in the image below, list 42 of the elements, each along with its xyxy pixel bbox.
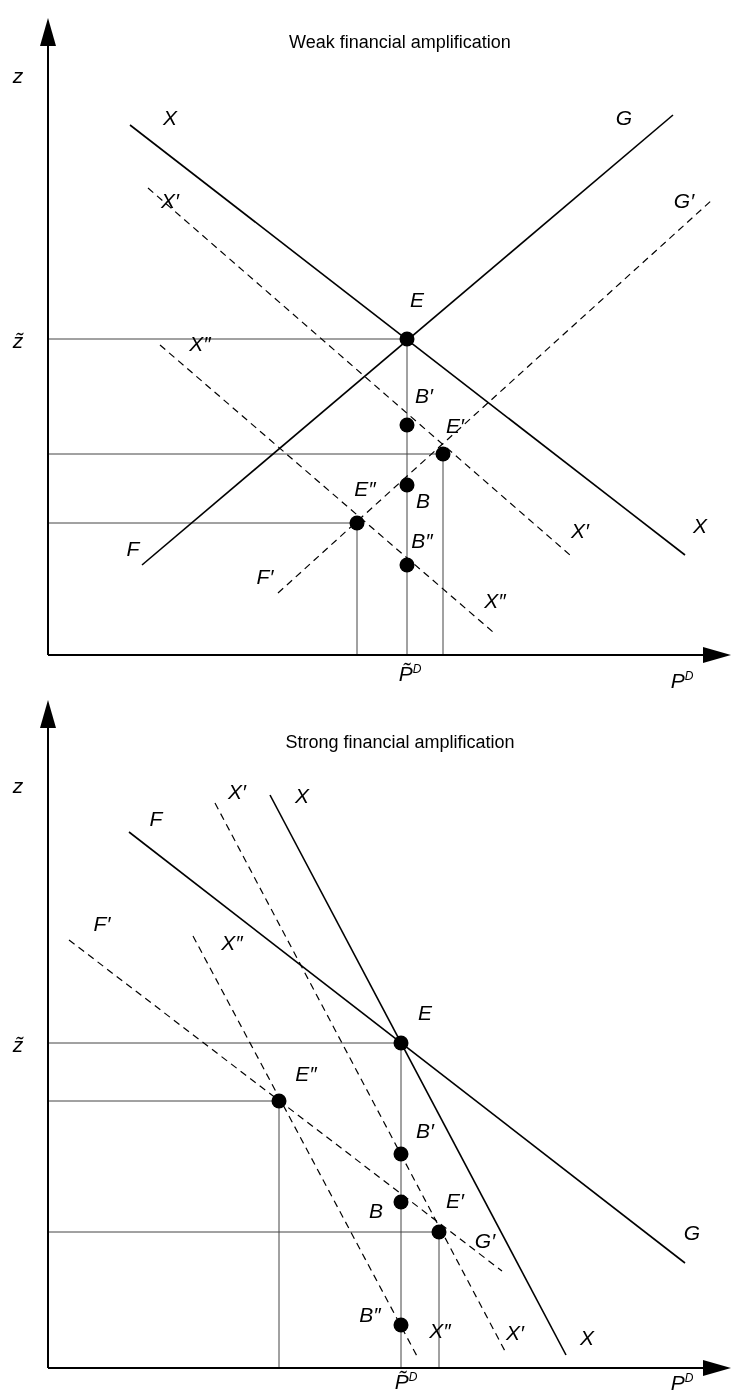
point-label: X″ xyxy=(429,1319,451,1341)
point-label: X′ xyxy=(228,780,246,802)
point-label: E″ xyxy=(354,477,376,499)
point-label: E xyxy=(418,1001,432,1023)
point-label: B xyxy=(369,1199,383,1221)
point-label: E′ xyxy=(446,1189,464,1211)
point-label: X xyxy=(295,784,309,806)
axis-label: P$^{D}$ xyxy=(670,1371,694,1392)
point-label: X″ xyxy=(189,332,211,354)
axis-label: P̃$^{D}$ xyxy=(394,1370,418,1392)
chart-title: Strong financial amplification xyxy=(285,733,515,751)
point-label: X xyxy=(580,1326,594,1348)
axis-label: P̃$^{D}$ xyxy=(398,662,422,684)
point-label: G xyxy=(683,1221,701,1243)
point-label: F xyxy=(126,537,140,559)
point-label: G xyxy=(615,106,633,128)
point-label: X xyxy=(163,106,177,128)
point-label: G′ xyxy=(673,189,695,211)
point-label: X′ xyxy=(161,189,179,211)
point-label: E″ xyxy=(295,1062,317,1084)
axis-label: z̃ xyxy=(12,329,24,351)
point-label: B xyxy=(416,489,430,511)
axis-label: z xyxy=(12,64,24,86)
axis-label: P$^{D}$ xyxy=(670,669,694,691)
point-label: X″ xyxy=(484,589,506,611)
point-label: B″ xyxy=(359,1303,381,1325)
point-label: B″ xyxy=(411,529,433,551)
point-label: F xyxy=(149,807,163,829)
point-label: E′ xyxy=(446,414,464,436)
point-label: X′ xyxy=(506,1321,524,1343)
point-label: G′ xyxy=(474,1229,496,1251)
point-label: F′ xyxy=(256,565,274,587)
point-label: X″ xyxy=(221,931,243,953)
point-label: E xyxy=(410,288,424,310)
axis-label: z̃ xyxy=(12,1033,24,1055)
point-label: F′ xyxy=(93,912,111,934)
point-label: X′ xyxy=(571,519,589,541)
point-label: B′ xyxy=(415,384,433,406)
axis-label: z xyxy=(12,774,24,796)
point-label: B′ xyxy=(416,1119,434,1141)
point-label: X xyxy=(693,514,707,536)
chart-title: Weak financial amplification xyxy=(289,33,511,51)
